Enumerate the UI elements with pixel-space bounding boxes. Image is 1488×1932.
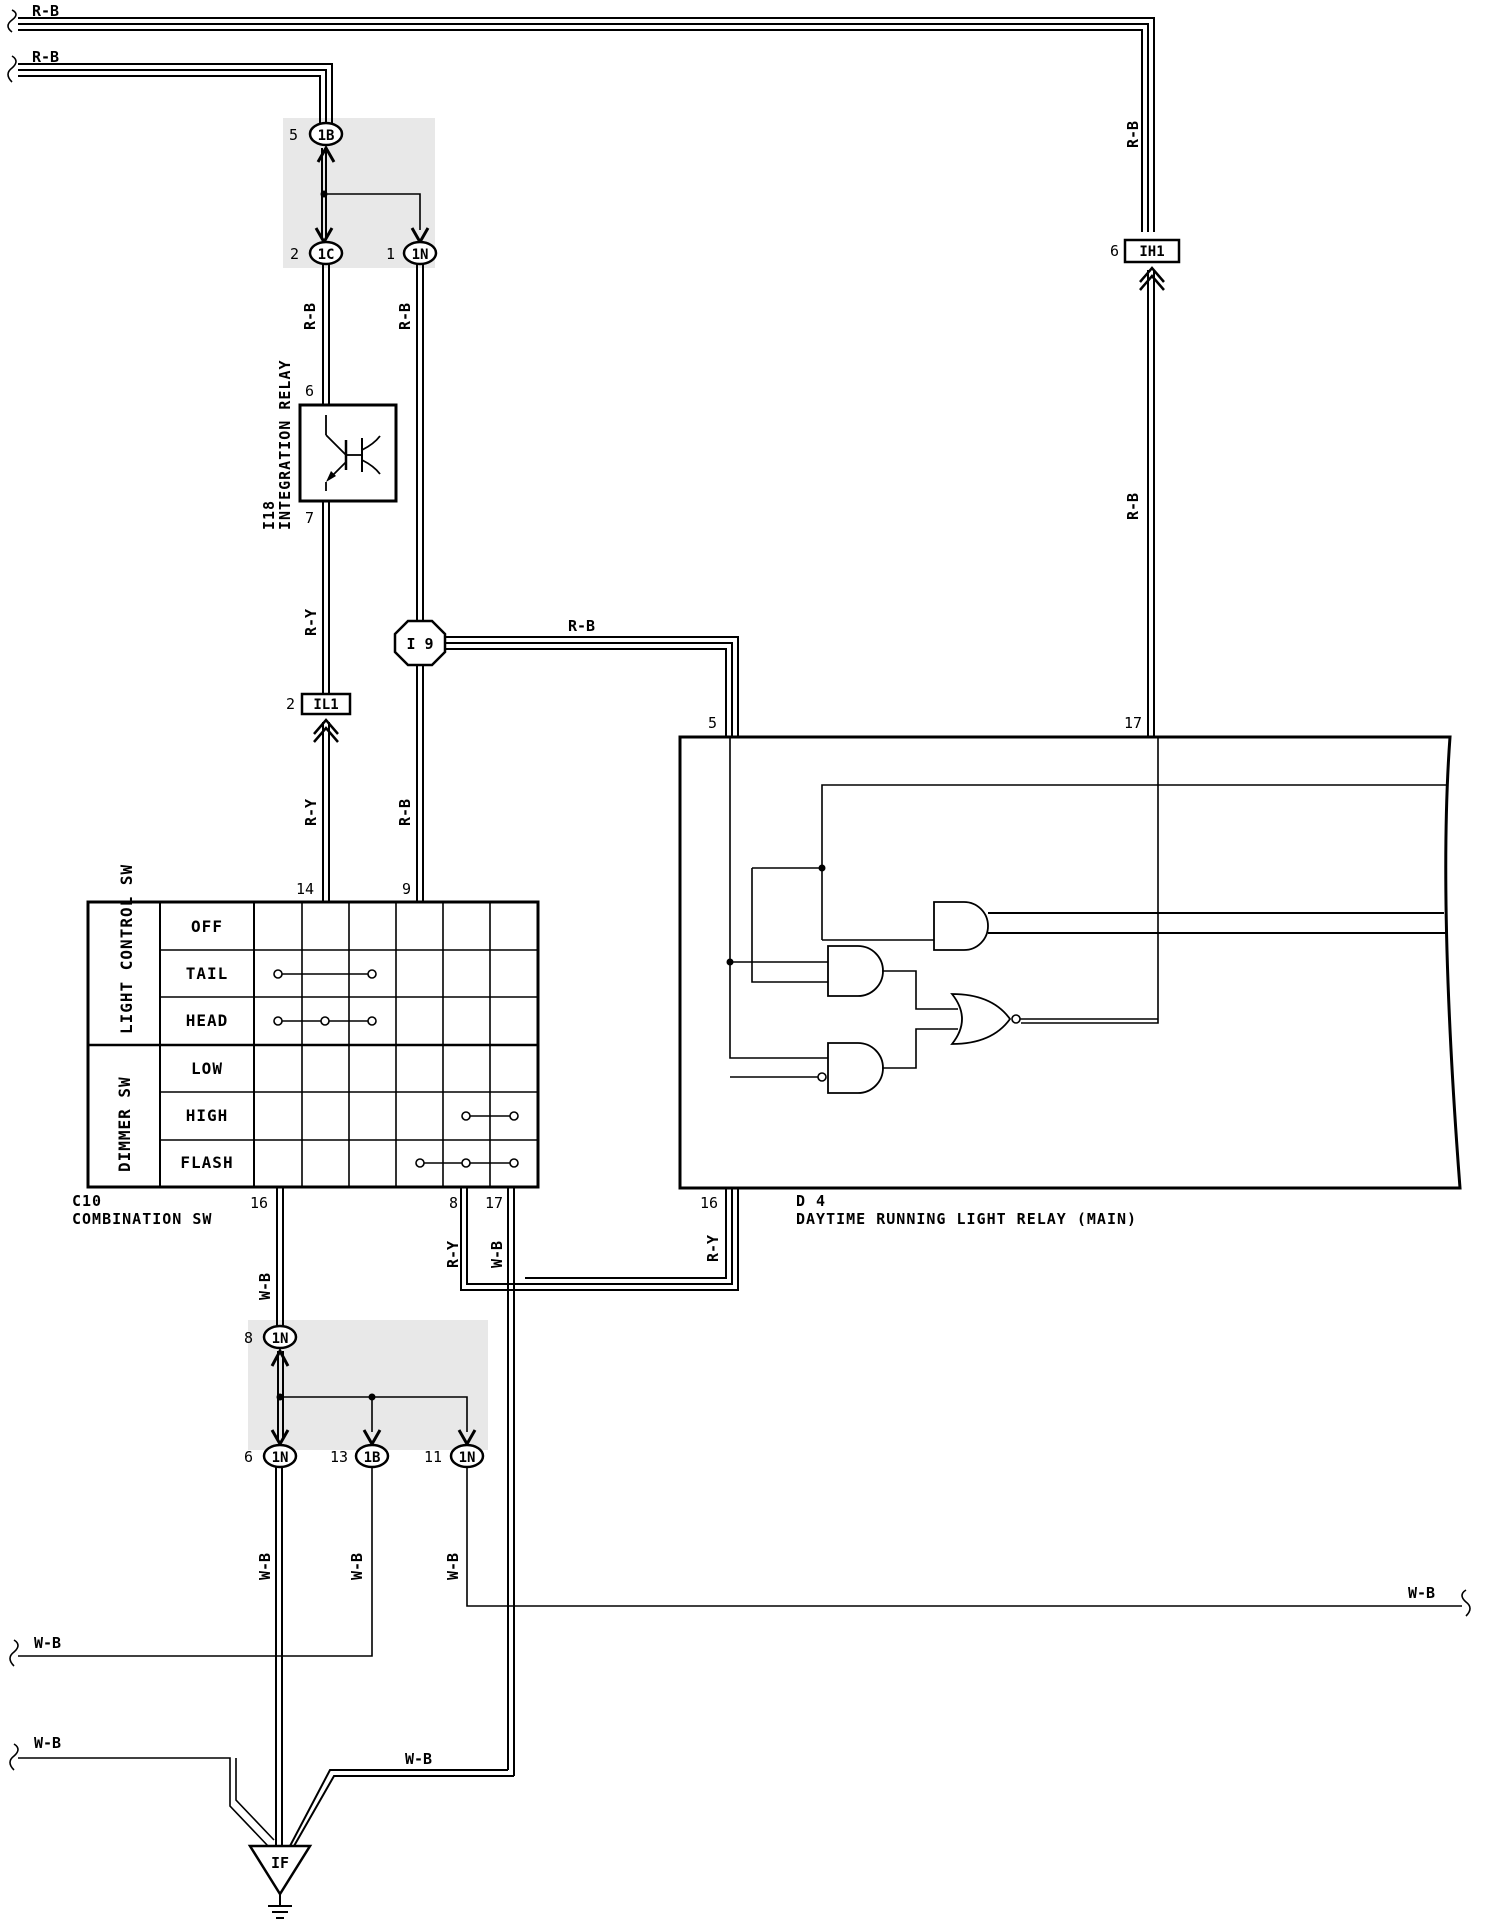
connector-1n-mid: 1N 8 [244, 1324, 298, 1367]
wire-label-c10-8: R-Y [444, 1241, 462, 1268]
wire-1c-to-relay [322, 264, 330, 405]
wire-label-top2: R-B [32, 48, 59, 66]
d4-pin-17: 17 [1124, 714, 1142, 732]
ground-if: IF [247, 1844, 313, 1919]
wire-label-branch-13: W-B [348, 1553, 366, 1580]
wire-label-c10-17: W-B [488, 1241, 506, 1268]
c10-pin-8: 8 [449, 1194, 458, 1212]
wire-label-c10-16: W-B [256, 1273, 274, 1300]
connector-1n-11: 1N 11 [424, 1443, 485, 1469]
connector-1b-13: 1B 13 [330, 1443, 390, 1469]
connector-1n-top-label: 1N [412, 247, 429, 263]
wire-label-down-ry: R-Y [302, 799, 320, 826]
wire-to-ground [275, 1770, 283, 1846]
group-light-control: LIGHT CONTROL SW [117, 864, 136, 1034]
row-low: LOW [191, 1059, 223, 1078]
wire-ground-return [289, 1769, 514, 1847]
connector-i9: I 9 [393, 619, 447, 667]
c10-pin-16: 16 [250, 1194, 268, 1212]
wire-il1-to-switch [322, 722, 330, 902]
wire-c10-16 [276, 1187, 284, 1326]
connector-1n-top-pin: 1 [386, 245, 395, 263]
c10-pin-17: 17 [485, 1194, 503, 1212]
connector-1n-mid-label: 1N [272, 1331, 289, 1347]
relay-name: INTEGRATION RELAY [276, 359, 294, 530]
wire-relay-out [322, 501, 330, 694]
wire-label-right-exit: W-B [1408, 1584, 1435, 1602]
wire-label-relay-out: R-Y [302, 609, 320, 636]
c10-pin-9: 9 [402, 880, 411, 898]
relay-pin-top: 6 [305, 382, 314, 400]
connector-1n-mid-pin: 8 [244, 1329, 253, 1347]
relay-i18 [298, 403, 398, 503]
wire-label-ground-return: W-B [405, 1750, 432, 1768]
wire-label-left-2: W-B [34, 1734, 61, 1752]
connector-1n-6-label: 1N [272, 1450, 289, 1466]
connector-i9-label: I 9 [406, 635, 433, 653]
row-tail: TAIL [186, 964, 229, 983]
d4-pin-5: 5 [708, 714, 717, 732]
c10-id: C10 [72, 1192, 102, 1210]
wire-top-rb-2 [7, 55, 333, 124]
d4-name: DAYTIME RUNNING LIGHT RELAY (MAIN) [796, 1210, 1137, 1228]
d4-pin-16: 16 [700, 1194, 718, 1212]
wire-branch-6 [275, 1467, 283, 1770]
wire-i9-to-switch [416, 665, 424, 902]
wire-label-left-1: W-B [34, 1634, 61, 1652]
connector-1b-top-pin: 5 [289, 126, 298, 144]
wire-label-d4-16: R-Y [704, 1235, 722, 1262]
wire-i9-to-d4 [445, 636, 739, 737]
wire-label-branch-11: W-B [444, 1553, 462, 1580]
c10-name: COMBINATION SW [72, 1210, 212, 1228]
wire-label-i9-d4: R-B [568, 617, 595, 635]
connector-1b-top: 1B 5 [289, 121, 344, 163]
connector-1b-13-label: 1B [364, 1450, 381, 1466]
d4-relay-box [678, 735, 1462, 1190]
connector-il1-label: IL1 [313, 697, 338, 713]
connector-1n-top: 1N 1 [386, 240, 438, 266]
wire-1n-to-i9 [416, 264, 424, 620]
wire-label-top1: R-B [32, 2, 59, 20]
wire-ry-loop [460, 1187, 739, 1291]
connector-1n-6: 1N 6 [244, 1443, 298, 1469]
connector-1n-11-label: 1N [459, 1450, 476, 1466]
connector-1c-pin: 2 [290, 245, 299, 263]
wire-branch-11 [466, 1467, 1471, 1617]
wire-label-down-rb: R-B [396, 799, 414, 826]
connector-il1-pin: 2 [286, 695, 295, 713]
wire-label-branch-6: W-B [256, 1553, 274, 1580]
c10-switch-table [86, 900, 540, 1189]
row-head: HEAD [186, 1011, 229, 1030]
wire-c10-17 [507, 1187, 515, 1776]
relay-id: I18 [260, 500, 278, 530]
group-dimmer: DIMMER SW [115, 1076, 134, 1172]
connector-ih1-pin: 6 [1110, 242, 1119, 260]
wire-left-2 [9, 1743, 275, 1847]
relay-pin-bottom: 7 [305, 509, 314, 527]
wire-top-rb-1 [7, 9, 1155, 232]
connector-1n-6-pin: 6 [244, 1448, 253, 1466]
row-high: HIGH [186, 1106, 229, 1125]
wire-label-relay-in: R-B [301, 303, 319, 330]
c10-pin-14: 14 [296, 880, 314, 898]
connector-ih1: IH1 6 [1110, 238, 1181, 291]
connector-ih1-label: IH1 [1139, 244, 1164, 260]
connector-1n-11-pin: 11 [424, 1448, 442, 1466]
d4-id: D 4 [796, 1192, 826, 1210]
wire-branch-13 [9, 1467, 373, 1667]
connector-1c-label: 1C [318, 247, 335, 263]
connector-1c: 1C 2 [290, 240, 344, 266]
wire-label-right-a: R-B [1124, 121, 1142, 148]
wire-label-right-b: R-B [1124, 493, 1142, 520]
splice-shade-top [283, 118, 435, 268]
ground-label: IF [271, 1854, 289, 1872]
connector-1b-13-pin: 13 [330, 1448, 348, 1466]
row-off: OFF [191, 917, 223, 936]
connector-1b-top-label: 1B [318, 128, 335, 144]
wire-ih1-to-d4 [1147, 270, 1155, 737]
wire-label-1n-down: R-B [396, 303, 414, 330]
row-flash: FLASH [180, 1153, 233, 1172]
connector-il1: IL1 2 [286, 692, 352, 743]
